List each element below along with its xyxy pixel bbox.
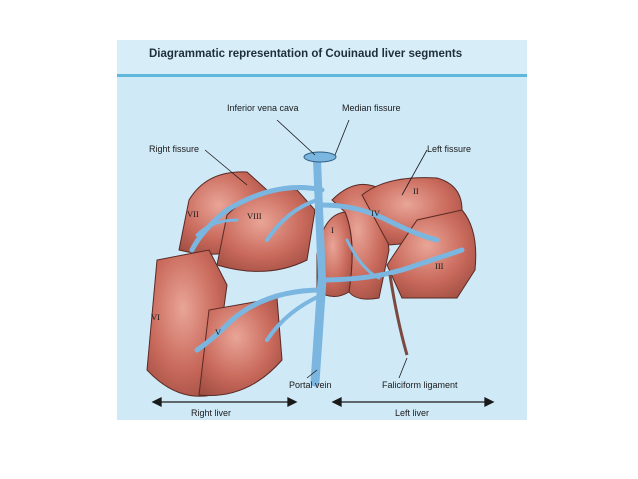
segment-vii-label: VII: [187, 209, 199, 219]
title-bar: Diagrammatic representation of Couinaud …: [117, 40, 527, 77]
segment-ii-label: II: [413, 186, 419, 196]
diagram-title: Diagrammatic representation of Couinaud …: [149, 48, 463, 60]
segment-v-shape: [198, 297, 283, 397]
label-left-liver: Left liver: [395, 408, 430, 418]
label-falciform-ligament: Faliciform ligament: [382, 380, 458, 390]
label-right-liver: Right liver: [191, 408, 232, 418]
segment-iv-label: IV: [371, 208, 380, 218]
segment-iii-label: III: [435, 261, 444, 271]
label-inferior-vena-cava: Inferior vena cava: [227, 103, 299, 113]
segment-vi-label: VI: [151, 312, 160, 322]
label-median-fissure: Median fissure: [342, 103, 401, 113]
label-right-fissure: Right fissure: [149, 144, 200, 154]
diagram-panel: Diagrammatic representation of Couinaud …: [117, 40, 527, 420]
segment-viii-label: VIII: [247, 211, 262, 221]
label-left-fissure: Left fissure: [427, 144, 472, 154]
label-portal-vein: Portal vein: [289, 380, 332, 390]
segment-v-label: V: [215, 327, 222, 337]
segment-i-label: I: [331, 225, 334, 235]
liver-illustration: [146, 119, 495, 408]
